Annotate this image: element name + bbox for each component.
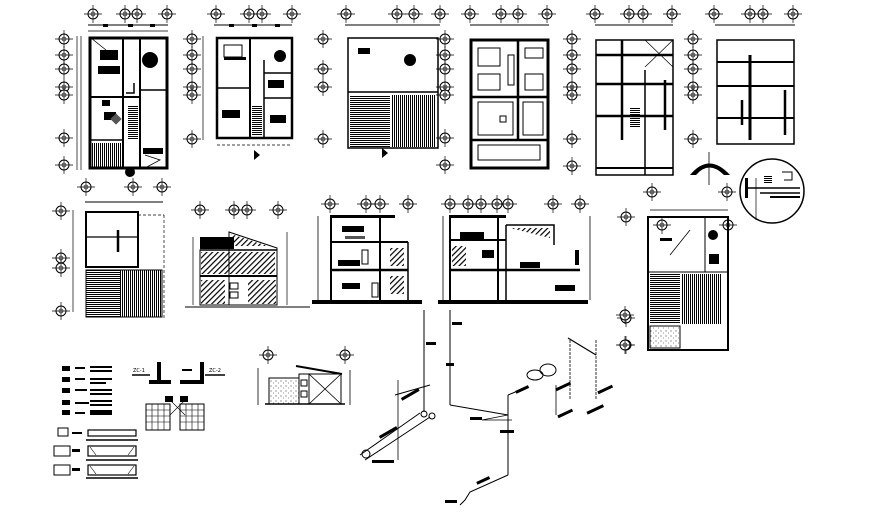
plan-roof-terrace <box>313 4 450 158</box>
elevation-front <box>185 200 310 308</box>
plan-site-right <box>616 207 738 355</box>
plan-slab-framing-2 <box>683 4 803 149</box>
grid-bubble <box>615 335 635 355</box>
plan-ground-floor <box>54 4 177 177</box>
plan-upper-floor <box>182 4 302 160</box>
plan-site-small <box>51 177 172 321</box>
gas-isometric <box>445 337 614 506</box>
footing-details: ZC-1 ZC-2 <box>132 362 225 431</box>
elevation-facade-fence <box>257 345 355 405</box>
grid-bubble <box>615 305 635 325</box>
footing-label-zc1: ZC-1 <box>133 368 145 374</box>
footing-label-zc2: ZC-2 <box>209 368 221 374</box>
plumbing-isometric <box>359 310 512 463</box>
section-a <box>312 194 422 304</box>
plan-slab-framing-1 <box>562 4 682 176</box>
beam-details <box>53 427 138 479</box>
plan-foundation <box>435 4 557 175</box>
section-b <box>438 194 591 304</box>
detail-enlarged-circle <box>739 158 805 224</box>
detail-arch <box>642 152 737 202</box>
legend-symbols <box>62 366 112 415</box>
